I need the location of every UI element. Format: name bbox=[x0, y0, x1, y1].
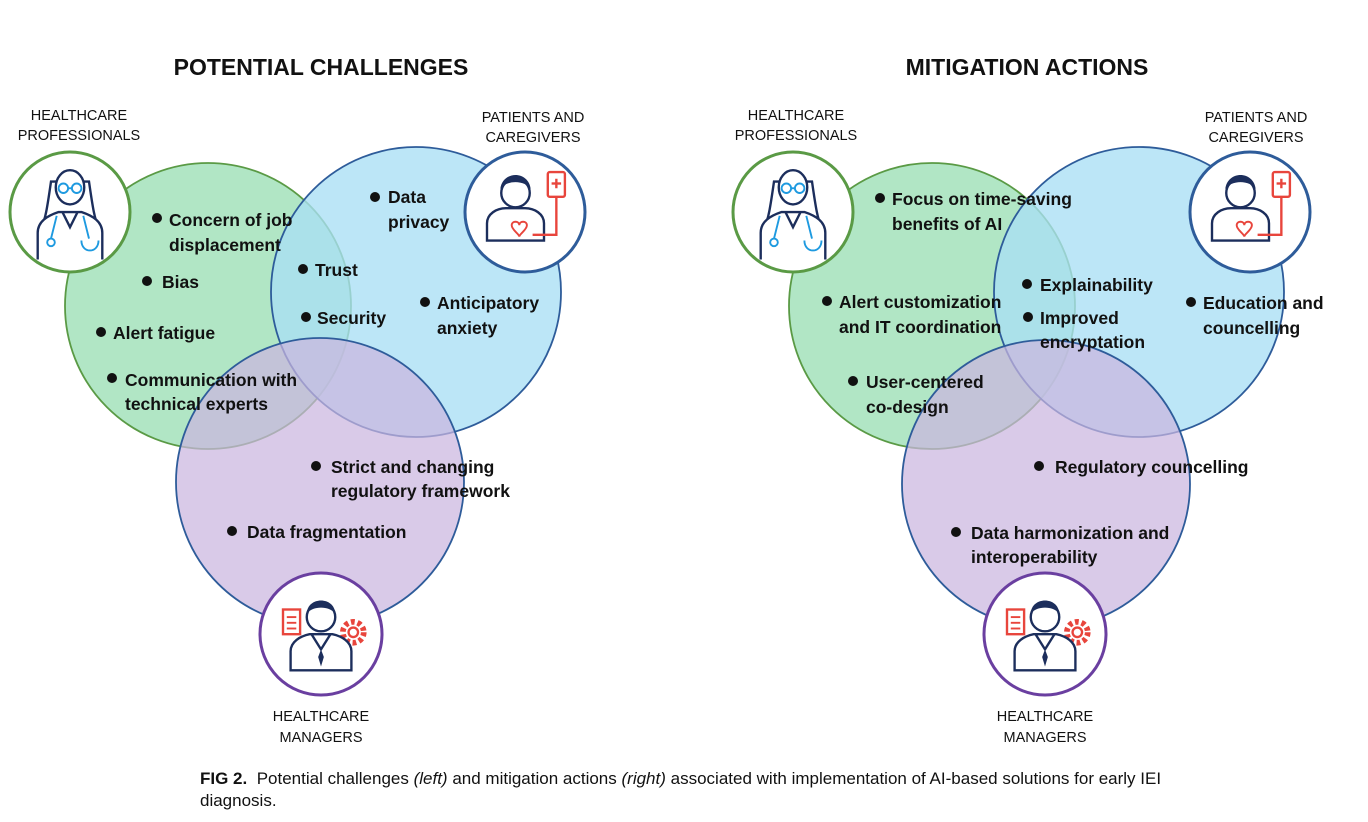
manager-icon bbox=[258, 571, 384, 697]
patients-label-line2: CAREGIVERS bbox=[485, 130, 580, 146]
bullet bbox=[227, 526, 237, 536]
figure-caption: FIG 2. Potential challenges (left) and m… bbox=[200, 768, 1180, 812]
item-fatigue: Alert fatigue bbox=[113, 323, 215, 343]
managers-label-line2: MANAGERS bbox=[280, 730, 363, 746]
left-title: POTENTIAL CHALLENGES bbox=[174, 54, 469, 80]
hcp-label-line1: HEALTHCARE bbox=[748, 108, 845, 124]
item-codesign-line2: co-design bbox=[866, 397, 949, 417]
doctor-icon bbox=[731, 150, 855, 274]
item-job-line2: displacement bbox=[169, 235, 281, 255]
item-codesign-line1: User-centered bbox=[866, 372, 984, 392]
bullet bbox=[298, 264, 308, 274]
patients-label-line1: PATIENTS AND bbox=[482, 110, 585, 126]
item-harmon-line1: Data harmonization and bbox=[971, 523, 1169, 543]
right-panel: MITIGATION ACTIONS HEALTHCARE PROFESSION… bbox=[731, 54, 1324, 746]
bullet bbox=[152, 213, 162, 223]
caption-part3: associated with implementation of AI-bas… bbox=[200, 769, 1162, 810]
bullet bbox=[142, 276, 152, 286]
bullet bbox=[420, 297, 430, 307]
patients-label-line1: PATIENTS AND bbox=[1205, 110, 1308, 126]
bullet bbox=[951, 527, 961, 537]
item-education-line1: Education and bbox=[1203, 293, 1324, 313]
left-items: Concern of job displacement Bias Alert f… bbox=[96, 187, 539, 542]
hcp-label-line1: HEALTHCARE bbox=[31, 108, 128, 124]
bullet bbox=[1034, 461, 1044, 471]
managers-label: HEALTHCARE MANAGERS bbox=[997, 709, 1094, 746]
doctor-icon bbox=[8, 150, 132, 274]
item-encrypt-line2: encryptation bbox=[1040, 332, 1145, 352]
bullet bbox=[370, 192, 380, 202]
caption-right-tag: (right) bbox=[621, 769, 666, 788]
item-alert-line2: and IT coordination bbox=[839, 317, 1001, 337]
item-regulatory-line2: regulatory framework bbox=[331, 481, 510, 501]
item-regulatory-line1: Strict and changing bbox=[331, 457, 494, 477]
item-focus-line2: benefits of AI bbox=[892, 214, 1002, 234]
item-focus-line1: Focus on time-saving bbox=[892, 189, 1072, 209]
item-privacy-line2: privacy bbox=[388, 212, 450, 232]
left-panel: POTENTIAL CHALLENGES HEALTHCARE PROFESSI… bbox=[8, 54, 587, 746]
manager-icon bbox=[982, 571, 1108, 697]
patient-icon bbox=[1188, 150, 1312, 274]
bullet bbox=[1023, 312, 1033, 322]
bullet bbox=[96, 327, 106, 337]
item-bias: Bias bbox=[162, 272, 199, 292]
patients-label-line2: CAREGIVERS bbox=[1208, 130, 1303, 146]
bullet bbox=[1022, 279, 1032, 289]
item-comm-line2: technical experts bbox=[125, 394, 268, 414]
caption-label: FIG 2. bbox=[200, 769, 248, 788]
bullet bbox=[875, 193, 885, 203]
hcp-label-line2: PROFESSIONALS bbox=[735, 128, 857, 144]
bullet bbox=[848, 376, 858, 386]
item-job-line1: Concern of job bbox=[169, 210, 292, 230]
item-privacy-line1: Data bbox=[388, 187, 426, 207]
hcp-label-line2: PROFESSIONALS bbox=[18, 128, 140, 144]
patients-label: PATIENTS AND CAREGIVERS bbox=[1205, 110, 1308, 146]
patient-icon bbox=[463, 150, 587, 274]
caption-part2: and mitigation actions bbox=[452, 769, 617, 788]
item-encrypt-line1: Improved bbox=[1040, 308, 1119, 328]
hcp-label: HEALTHCARE PROFESSIONALS bbox=[18, 108, 140, 144]
item-fragmentation: Data fragmentation bbox=[247, 522, 406, 542]
item-alert-line1: Alert customization bbox=[839, 292, 1001, 312]
caption-left-tag: (left) bbox=[413, 769, 448, 788]
hcp-label: HEALTHCARE PROFESSIONALS bbox=[735, 108, 857, 144]
item-security: Security bbox=[317, 308, 386, 328]
managers-label-line2: MANAGERS bbox=[1004, 730, 1087, 746]
bullet bbox=[301, 312, 311, 322]
managers-label: HEALTHCARE MANAGERS bbox=[273, 709, 370, 746]
caption-part1: Potential challenges bbox=[256, 769, 409, 788]
managers-label-line1: HEALTHCARE bbox=[273, 709, 370, 725]
item-explain: Explainability bbox=[1040, 275, 1153, 295]
item-comm-line1: Communication with bbox=[125, 370, 297, 390]
item-anxiety-line2: anxiety bbox=[437, 318, 498, 338]
bullet bbox=[107, 373, 117, 383]
item-education-line2: councelling bbox=[1203, 318, 1300, 338]
bullet bbox=[311, 461, 321, 471]
right-items: Focus on time-saving benefits of AI Aler… bbox=[822, 189, 1324, 567]
bullet bbox=[1186, 297, 1196, 307]
item-harmon-line2: interoperability bbox=[971, 547, 1098, 567]
bullet bbox=[822, 296, 832, 306]
item-trust: Trust bbox=[315, 260, 358, 280]
item-regcouns: Regulatory councelling bbox=[1055, 457, 1249, 477]
item-anxiety-line1: Anticipatory bbox=[437, 293, 539, 313]
right-title: MITIGATION ACTIONS bbox=[906, 54, 1149, 80]
managers-label-line1: HEALTHCARE bbox=[997, 709, 1094, 725]
patients-label: PATIENTS AND CAREGIVERS bbox=[482, 110, 585, 146]
